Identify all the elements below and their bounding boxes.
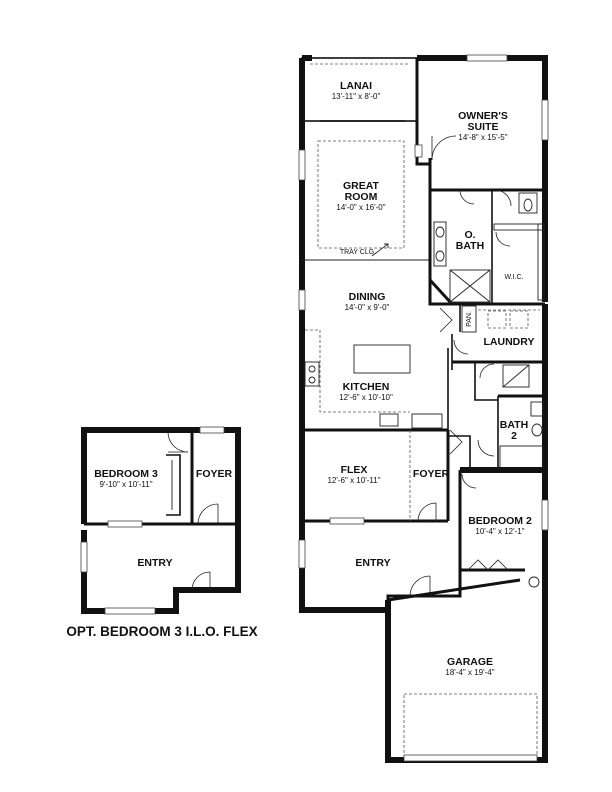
pantry-shelf	[461, 305, 477, 333]
kitchen-label: KITCHEN	[343, 381, 390, 393]
bedroom2-label: BEDROOM 2	[468, 515, 532, 527]
kitchen-sink	[304, 361, 320, 387]
bedroom2-closet-doors	[467, 559, 509, 571]
main-floor-plan	[298, 54, 549, 763]
pantry-label: PAN.	[466, 311, 473, 327]
bath2-label-2: 2	[511, 430, 517, 442]
kitchen-counter	[305, 329, 410, 413]
lanai-label: LANAI	[340, 80, 372, 92]
bath-angled-wall	[428, 278, 454, 306]
garage-door	[403, 754, 538, 762]
bath2-toilet	[530, 401, 544, 417]
dining-window	[298, 289, 306, 311]
bedroom3-dims: 9'-10" x 10'-11"	[99, 480, 152, 489]
option-caption: OPT. BEDROOM 3 I.L.O. FLEX	[66, 624, 257, 639]
option-entry-label: ENTRY	[137, 557, 172, 569]
o-bath-label-1: O.	[464, 229, 475, 241]
suite-closet	[414, 144, 423, 158]
owners-suite-label-2: SUITE	[468, 121, 499, 133]
front-door	[409, 575, 431, 597]
wic-label: W.I.C.	[504, 274, 523, 281]
great-room-dims: 14'-0" x 16'-0"	[336, 203, 385, 212]
kitchen-island	[353, 344, 411, 374]
laundry-label: LAUNDRY	[484, 336, 535, 348]
suite-window	[466, 54, 508, 62]
kitchen-dims: 12'-6" x 10'-10"	[339, 393, 393, 402]
vanity	[433, 221, 447, 267]
lanai-dims: 13'-11" x 8'-0"	[332, 92, 381, 101]
dining-label: DINING	[349, 291, 386, 303]
water-heater	[502, 364, 530, 388]
suite-side-window	[541, 99, 549, 141]
shower	[449, 269, 491, 303]
garage-label: GARAGE	[447, 656, 493, 668]
bedroom3-label: BEDROOM 3	[94, 468, 158, 480]
tray-ceiling-label: TRAY CLG.	[340, 249, 376, 256]
great-room-window	[298, 149, 306, 181]
bath2-sink	[531, 423, 543, 437]
option-closet	[166, 454, 181, 516]
toilet	[523, 198, 533, 212]
tray-ceiling-arrow	[371, 243, 389, 257]
washer	[487, 310, 507, 329]
option-foyer-label: FOYER	[196, 468, 233, 480]
owners-suite-outer-wall	[417, 55, 548, 302]
sink-1	[435, 226, 445, 238]
entry-porch-wall	[299, 600, 388, 613]
owners-suite-dims: 14'-8" x 15'-5"	[458, 133, 507, 142]
option-outer-walls	[81, 427, 241, 614]
toilet-room	[518, 192, 538, 214]
owners-suite-label-1: OWNER'S	[458, 110, 508, 122]
bedroom2-dims: 10'-4" x 12'-1"	[475, 527, 524, 536]
main-room-labels: LANAI 13'-11" x 8'-0" OWNER'S SUITE 14'-…	[327, 80, 534, 677]
tray-ceiling-outline	[317, 140, 405, 249]
bath2-label-1: BATH	[500, 419, 528, 431]
flex-label: FLEX	[341, 464, 368, 476]
garage-door-outline	[403, 693, 538, 759]
great-room-label-1: GREAT	[343, 180, 380, 192]
sink-2	[435, 250, 445, 262]
option-bedroom3-plan: BEDROOM 3 9'-10" x 10'-11" FOYER ENTRY O…	[66, 426, 258, 639]
refrigerator	[411, 413, 443, 429]
dining-dims: 14'-0" x 9'-0"	[345, 303, 390, 312]
garage-dims: 18'-4" x 19'-4"	[445, 668, 494, 677]
o-bath-label-2: BATH	[456, 240, 484, 252]
wic-shelf-top	[493, 223, 545, 231]
suite-door-swing	[431, 135, 457, 161]
range	[379, 413, 399, 427]
wic-shelf-side	[537, 223, 545, 301]
entry-label: ENTRY	[355, 557, 390, 569]
flex-dims: 12'-6" x 10'-11"	[327, 476, 380, 485]
bathtub	[499, 445, 544, 469]
dryer	[509, 310, 529, 329]
foyer-label: FOYER	[413, 468, 450, 480]
great-room-label-2: ROOM	[345, 191, 378, 203]
